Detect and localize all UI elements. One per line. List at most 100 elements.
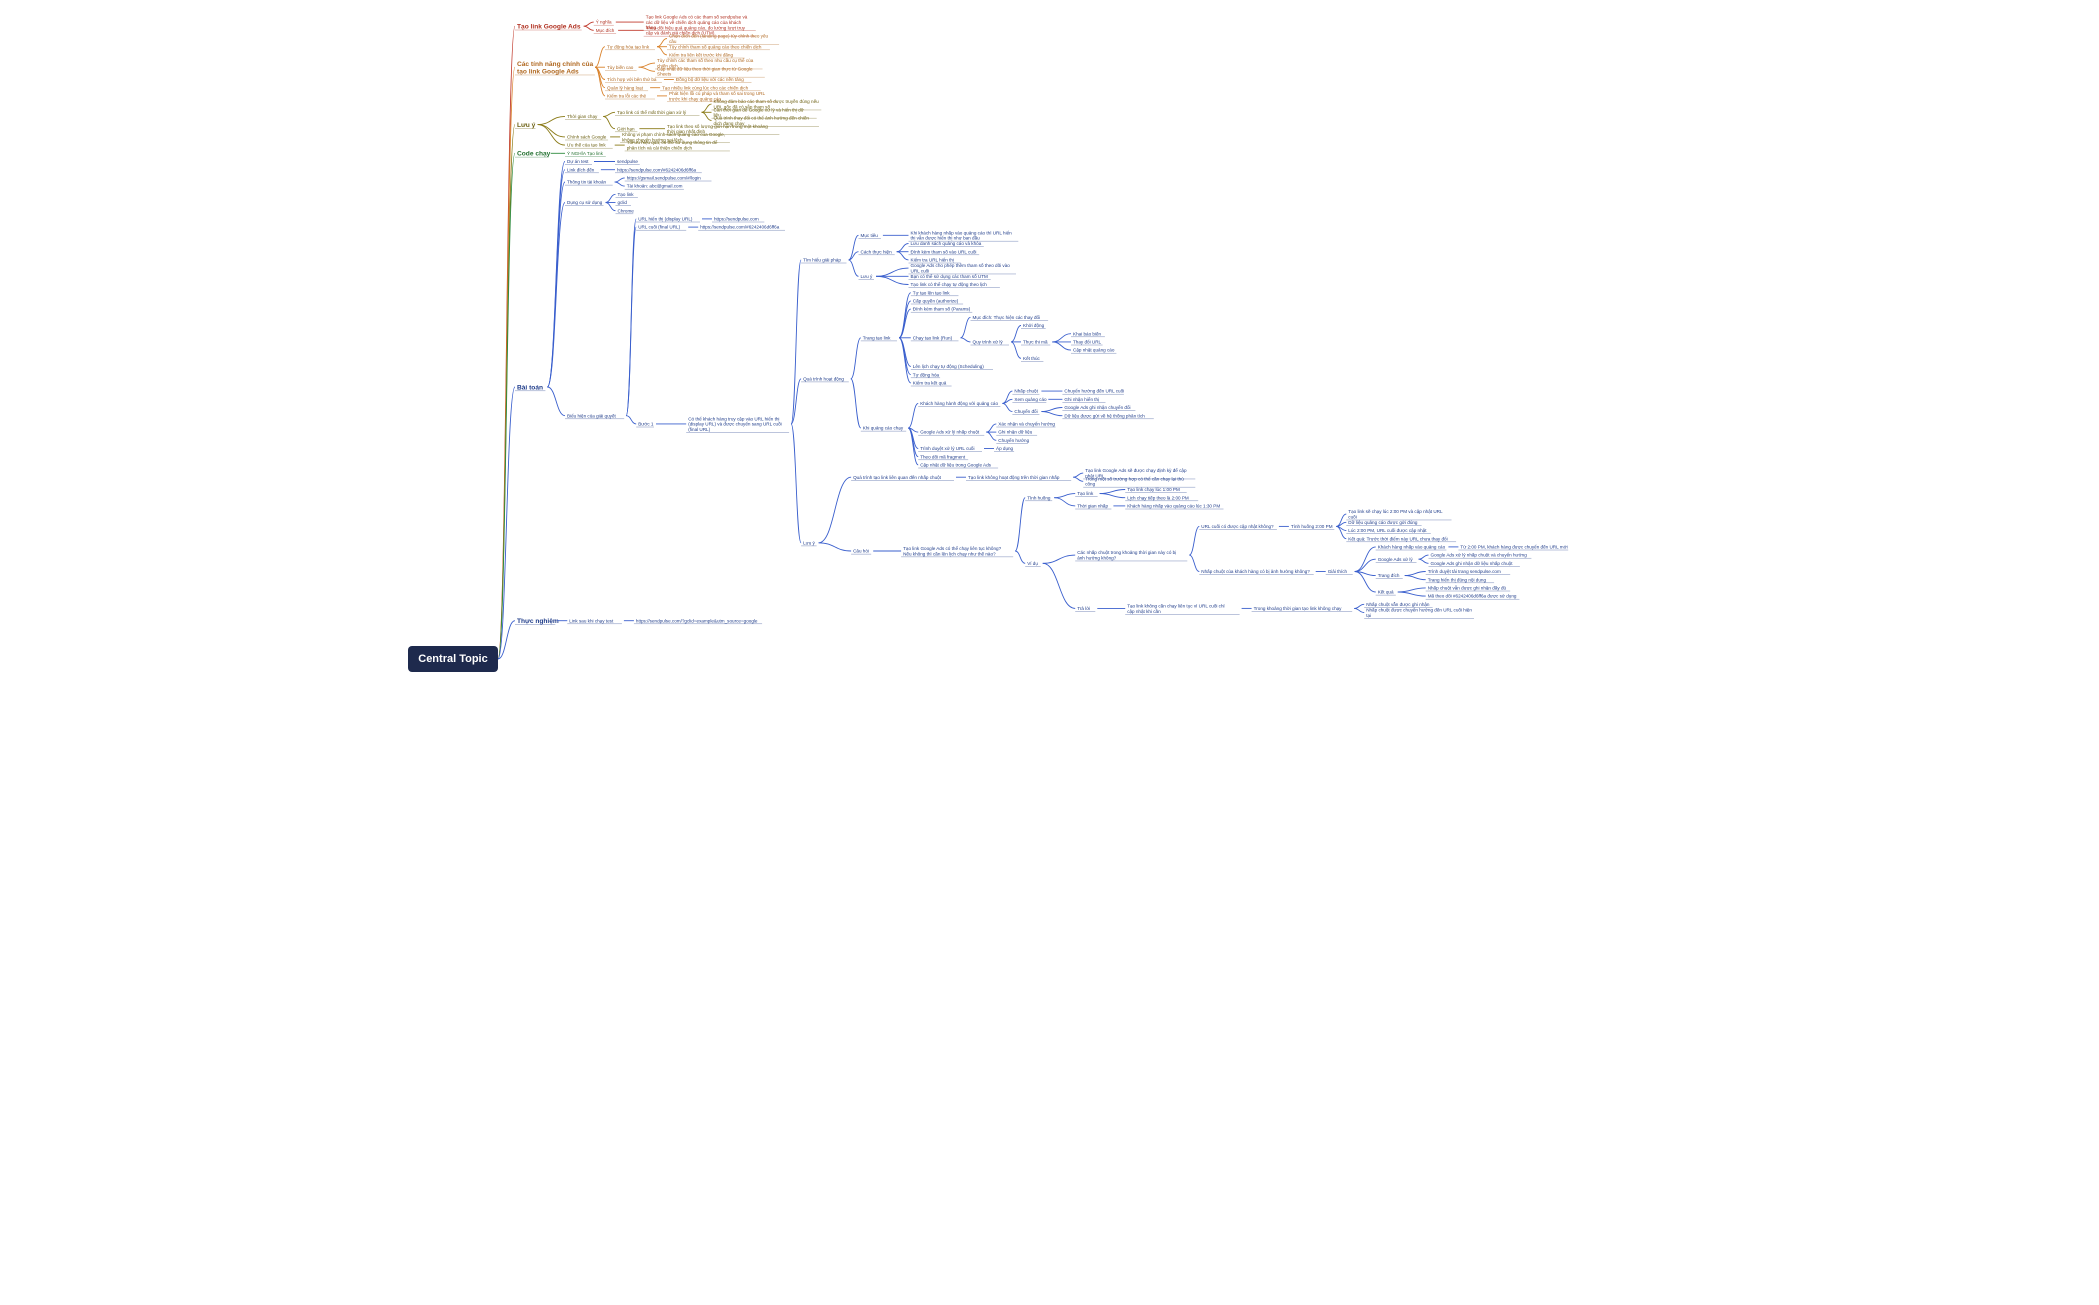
node-b0-1[interactable]: Mục đích — [596, 28, 615, 33]
node-b3[interactable]: Code chạy — [517, 151, 551, 158]
node-b4-4-2-0-2-1-0-1-0-1-0-0[interactable]: Khách hàng nhấp vào quảng cáo — [1378, 545, 1446, 550]
node-b4-4-2-0-2-1-0-1-0-0-0-0[interactable]: Tạo link sẽ chạy lúc 2:00 PM và cập nhật… — [1348, 509, 1443, 519]
node-b4-4-2-0-2[interactable]: Lưu ý — [803, 540, 815, 545]
node-b4-4-2-0-1-1-1[interactable]: Google Ads xử lý nhấp chuột — [920, 429, 980, 435]
node-b4-4-2-0-2-1-0-1-0-1-0-0-0[interactable]: Từ 2:00 PM, khách hàng được chuyển đến U… — [1460, 544, 1567, 550]
node-b4-4-2-0-2-1-0-1-0-1-0-3[interactable]: Kết quả — [1378, 590, 1394, 595]
node-b4-4-2-0-2-0[interactable]: Quá trình tạo link liên quan đến nhấp ch… — [853, 475, 942, 480]
node-b4-4-2-0-0-2-2[interactable]: Tạo link có thể chạy tự động theo lịch — [911, 281, 988, 287]
node-b2-0-0-1[interactable]: Cần thời gian để Google xử lý và hiển th… — [714, 106, 804, 117]
node-b4-4-2-0-1-0-3-1-1-2[interactable]: Cập nhật quảng cáo — [1073, 348, 1115, 353]
node-b2-0-1[interactable]: Giới hạn — [617, 126, 635, 131]
node-b0-1-0[interactable]: Theo dõi hiệu quả quảng cáo, đo lường lư… — [646, 25, 746, 35]
node-b4-4-2-0-2-0-0-1[interactable]: Trong một số trường hợp có thể cần chạy … — [1085, 475, 1184, 486]
node-b4-4-2-0-1-0-3-1-0[interactable]: Khởi động — [1023, 322, 1045, 328]
node-b4-4-2-0-1-1-0-2-0[interactable]: Google Ads ghi nhận chuyển đổi — [1064, 404, 1130, 410]
node-b4-4-2-0-1-1-1-0[interactable]: Xác nhận và chuyển hướng — [998, 421, 1055, 427]
node-b4-4-2-0-2-1-0-1-0-0[interactable]: URL cuối có được cập nhật không? — [1201, 524, 1274, 529]
node-b4[interactable]: Bài toán — [517, 384, 543, 391]
node-b4-4-2-0-2-1-0-1[interactable]: Ví dụ — [1027, 561, 1038, 566]
node-b4-4-2-0-2-1-0-1-0-1-0-3-1[interactable]: Mã theo dõi #6242406d6ff6a được sử dụng — [1428, 593, 1517, 599]
node-b4-4-2-0-1-0-4[interactable]: Lên lịch chạy tự động (Scheduling) — [913, 364, 984, 369]
node-b4-4-2-0-1-0-3-1[interactable]: Quy trình xử lý — [973, 339, 1004, 345]
node-b2-2[interactable]: Ưu thế của tạo link — [567, 142, 606, 148]
node-b4-2-1[interactable]: Tài khoản: abc@gmail.com — [627, 184, 683, 189]
node-b4-4-2-0-2-1-0-0[interactable]: Tình huống — [1027, 495, 1051, 500]
node-b1-3[interactable]: Quản lý hàng loạt — [607, 85, 644, 90]
node-b4-4-2-0-1-1-4[interactable]: Cập nhật dữ liệu trong Google Ads — [920, 463, 991, 468]
node-b4-4-2-0-2-1-0-1-0-1-0-2-1[interactable]: Trang hiển thị đúng nội dung — [1428, 576, 1487, 582]
node-b4-4-2-0-1-0[interactable]: Trang tạo link — [863, 335, 891, 340]
node-b4-3-1[interactable]: gclid — [618, 200, 628, 205]
node-b4-4-2-0-0[interactable]: Tìm hiểu giải pháp — [803, 257, 841, 263]
node-b0-0-0[interactable]: Tạo link Google Ads có các tham số sendp… — [646, 15, 748, 31]
node-b4-4-2-0-1-1-0-1[interactable]: Xem quảng cáo — [1014, 397, 1047, 402]
node-b4-4-2-0-0-2[interactable]: Lưu ý — [861, 274, 873, 279]
node-b4-4-2-0-1-1-0[interactable]: Khách hàng hành động với quảng cáo — [920, 401, 998, 406]
node-b4-4-0-0[interactable]: https://sendpulse.com — [714, 217, 759, 222]
node-b4-0-0[interactable]: sendpulse — [617, 159, 638, 164]
node-b4-4-2-0-2-1-0-0-0[interactable]: Tạo link — [1077, 491, 1094, 496]
node-b4-4-2-0-0-1-0[interactable]: Lưu danh sách quảng cáo và khóa — [911, 241, 982, 246]
node-b4-4-2-0-2-1-0-1-0-1[interactable]: Nhấp chuột của khách hàng có bị ảnh hưởn… — [1201, 568, 1310, 574]
node-b4-2[interactable]: Thông tin tài khoản — [567, 180, 607, 185]
node-b4-4-2-0-2-1-0-1-1-0-0-0[interactable]: Nhấp chuột vẫn được ghi nhận — [1366, 601, 1430, 607]
node-b4-4-2-0-1-1-3[interactable]: Theo dõi mã fragment — [920, 454, 966, 459]
node-b1-0-0[interactable]: Chọn đích đến (landing page) tùy chỉnh t… — [669, 33, 769, 44]
node-b2-0-1-0[interactable]: Tạo link theo số lượng giới hạn trong mộ… — [667, 124, 768, 134]
node-b5-0[interactable]: Link sau khi chạy test — [569, 618, 614, 623]
node-b4-4-2-0-1-0-5[interactable]: Tự động hóa — [913, 372, 940, 377]
node-b4-4-2-0[interactable]: Có thể khách hàng truy cập vào URL hiển … — [688, 415, 782, 432]
node-b4-4-2-0-1-1-0-0[interactable]: Nhấp chuột — [1014, 389, 1038, 394]
node-b4-4-2-0-2-1-0-1-1-0-0[interactable]: Trong khoảng thời gian tạo link không ch… — [1254, 606, 1343, 611]
node-b1-0[interactable]: Tự động hóa tạo link — [607, 44, 650, 49]
central-topic[interactable]: Central Topic — [408, 646, 498, 672]
node-b4-4-2-0-2-1[interactable]: Câu hỏi — [853, 548, 869, 554]
node-b4-1-0[interactable]: https://sendpulse.com/#6242406d6ff6a — [617, 167, 697, 172]
node-b2[interactable]: Lưu ý — [517, 122, 536, 129]
node-b4-4-2-0-1[interactable]: Quá trình hoạt động — [803, 376, 844, 381]
node-b2-0-0-0[interactable]: Không đảm bảo các tham số được truyền đú… — [714, 99, 820, 109]
node-b1-1-0[interactable]: Tùy chỉnh các tham số theo nhu cầu cụ th… — [657, 57, 754, 68]
node-b4-3-2[interactable]: Chrome — [618, 208, 635, 213]
node-b4-4-2-0-2-1-0-1-0-1-0-2-0[interactable]: Trình duyệt tải trang sendpulse.com — [1428, 569, 1501, 574]
node-b4-4-2-0-2-0-0[interactable]: Tạo link không hoạt động trên thời gian … — [968, 475, 1060, 480]
node-b4-4-2-0-0-1-1[interactable]: Đính kèm tham số vào URL cuối — [911, 249, 977, 254]
node-b0-0[interactable]: Ý nghĩa — [596, 19, 612, 25]
node-b1-1-1[interactable]: Cập nhật dữ liệu theo thời gian thực từ … — [657, 66, 753, 76]
node-b4-4-2-0-2-1-0-1-0-0-0-3[interactable]: Kết quả: Trước thời điểm này URL chưa th… — [1348, 535, 1447, 541]
node-b4-4-2-0-2-1-0-1-1-0-0-1[interactable]: Nhấp chuột được chuyển hướng đến URL cuố… — [1366, 607, 1472, 618]
node-b0[interactable]: Tạo link Google Ads — [517, 24, 581, 31]
node-b4-4-2-0-0-0[interactable]: Mục tiêu — [861, 233, 879, 238]
node-b4-4-0[interactable]: URL hiển thị (display URL) — [638, 216, 693, 222]
node-b5-0-0[interactable]: https://sendpulse.com/?gclid=example&utm… — [636, 618, 758, 623]
node-b4-4-2-0-1-1-0-2[interactable]: Chuyển đổi — [1014, 408, 1037, 414]
node-b1-0-1[interactable]: Tùy chỉnh tham số quảng cáo theo chiến d… — [669, 43, 762, 49]
node-b4-4-2-0-2-1-0-1-1-0[interactable]: Tạo link không cần chạy liên tục vì URL … — [1127, 602, 1224, 613]
node-b4-4-2-0-2-1-0-1-0-1-0-2[interactable]: Trang đích — [1378, 573, 1400, 578]
node-b2-1-0[interactable]: Không vi phạm chính sách quảng cáo của G… — [622, 131, 725, 142]
node-b4-2-0[interactable]: https://gsmail.sendpulse.com/#/login — [627, 176, 701, 181]
node-b4-4-2-0-2-1-0-1-0-0-0[interactable]: Tình huống 2:00 PM — [1291, 524, 1333, 529]
node-b4-4-2-0-2-1-0-1-0-1-0[interactable]: Giải thích — [1328, 569, 1348, 574]
node-b4-4-2-0-2-1-0-0-0-1[interactable]: Lịch chạy tiếp theo là 2:00 PM — [1127, 495, 1189, 500]
node-b4-4-2-0-1-0-3[interactable]: Chạy tạo link (Run) — [913, 335, 953, 340]
node-b2-0-0[interactable]: Tạo link có thể mất thời gian xử lý — [617, 109, 687, 115]
node-b4-4-2-0-1-0-3-1-2[interactable]: Kết thúc — [1023, 356, 1041, 361]
node-b4-4-1-0[interactable]: https://sendpulse.com/#6242406d6ff6a — [700, 225, 780, 230]
node-b4-4-2-0-0-2-0[interactable]: Google Ads cho phép thêm tham số theo dõ… — [911, 263, 1011, 273]
node-b4-4-2-0-2-1-0-1-0-1-0-1-1[interactable]: Google Ads ghi nhận dữ liệu nhấp chuột — [1431, 561, 1514, 566]
node-b1-4[interactable]: Kiểm tra lỗi các thẻ — [607, 93, 647, 99]
node-b4-4-2-0-2-1-0-1-0-1-0-3-0[interactable]: Nhấp chuột vẫn được ghi nhận đầy đủ — [1428, 585, 1507, 591]
node-b2-0-0-2[interactable]: Quá trình thay đổi có thể ảnh hưởng đến … — [714, 115, 810, 126]
node-b4-4-2-0-2-0-0-0[interactable]: Tạo link Google Ads sẽ được chạy định kỳ… — [1085, 467, 1187, 478]
node-b2-0[interactable]: Thời gian chạy — [567, 114, 598, 119]
node-b4-4-2-0-1-0-3-1-1[interactable]: Thực thi mã — [1023, 340, 1048, 345]
node-b4-4-2-0-2-1-0-1-0[interactable]: Các nhấp chuột trong khoảng thời gian nà… — [1077, 550, 1176, 560]
node-b4-4-2-0-1-1[interactable]: Khi quảng cáo chạy — [863, 426, 904, 431]
node-b4-4-2-0-1-1-0-0-0[interactable]: Chuyển hướng đến URL cuối — [1064, 388, 1124, 394]
node-b4-4-2-0-1-0-1[interactable]: Cấp quyền (authorize) — [913, 299, 959, 304]
node-b4-4-2-0-1-0-3-1-1-0[interactable]: Khai báo biến — [1073, 331, 1102, 336]
node-b5[interactable]: Thực nghiệm — [517, 618, 559, 625]
node-b2-2-0[interactable]: Tối ưu hiệu quả, có thể sử dụng thông ti… — [627, 139, 718, 150]
